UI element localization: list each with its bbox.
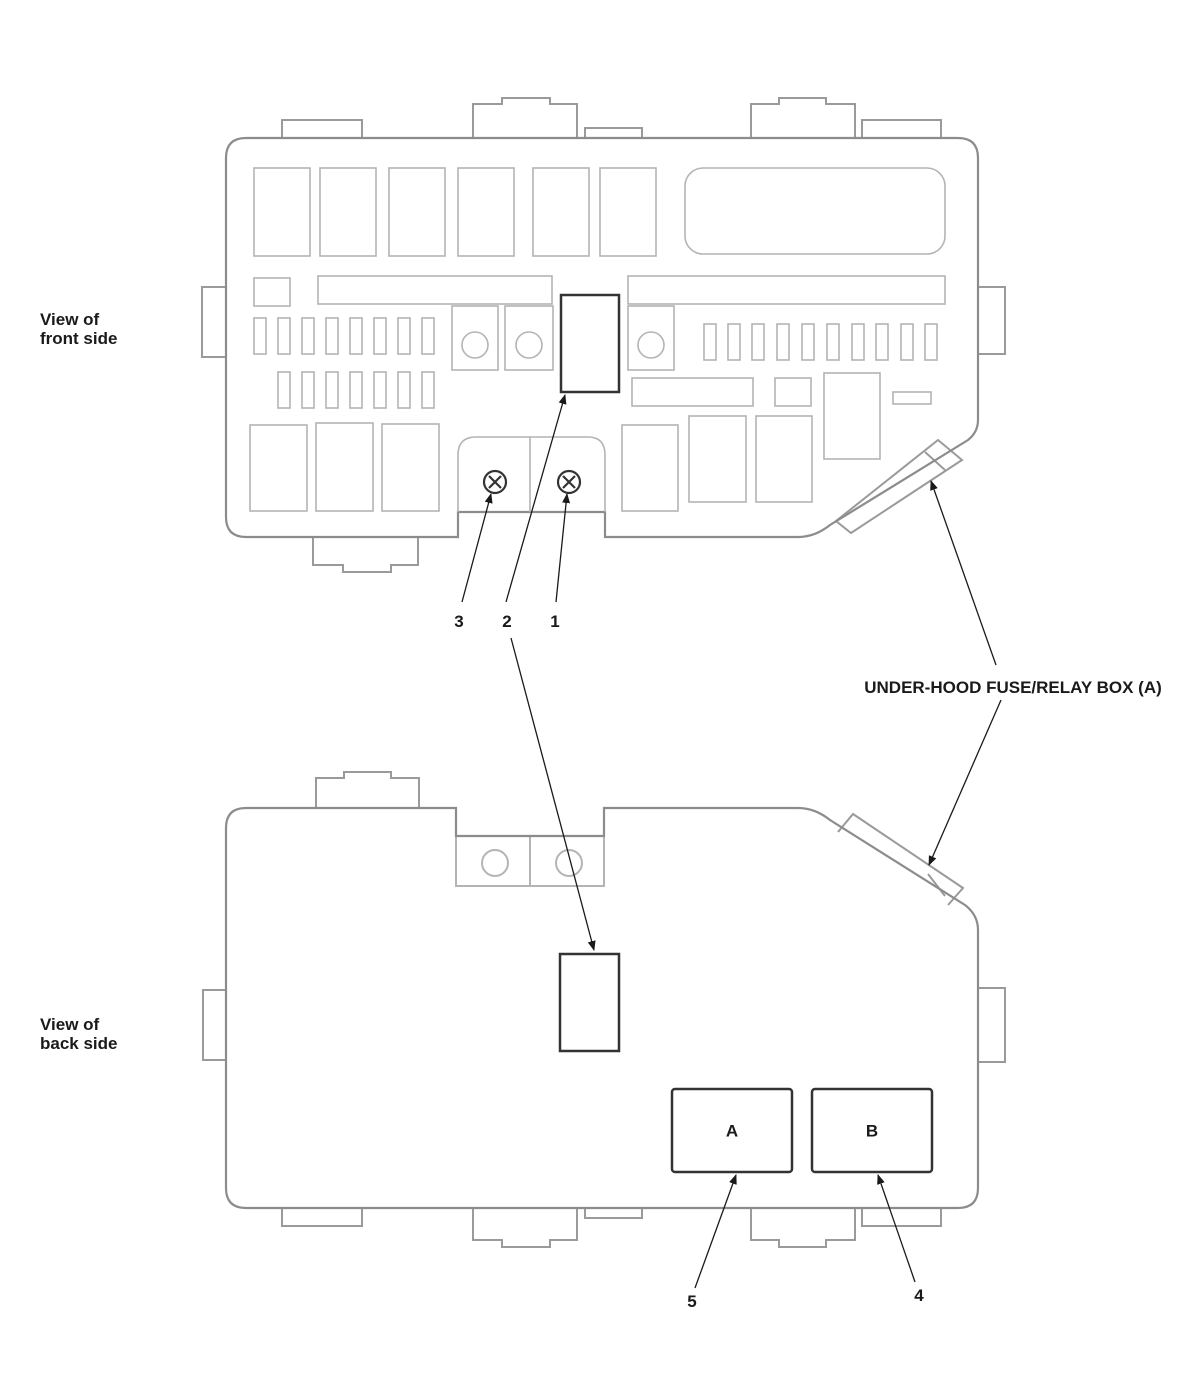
- connector-a: A: [670, 1087, 794, 1174]
- callout-1: 1: [550, 612, 559, 631]
- bolt-3-icon: [482, 469, 508, 495]
- bolt-1-icon: [556, 469, 582, 495]
- leader-line-2-back: [510, 637, 596, 951]
- leader-line-5: [694, 1174, 737, 1289]
- front-view-housing: [201, 97, 1006, 573]
- front-view-label-line1: View of: [40, 310, 100, 329]
- callout-2: 2: [502, 612, 511, 631]
- callout-3: 3: [454, 612, 463, 631]
- callout-4: 4: [914, 1286, 924, 1305]
- front-view-label-line2: front side: [40, 329, 118, 348]
- front-housing-outline: [224, 136, 980, 539]
- back-view-housing: [202, 771, 1006, 1248]
- front-connector-2: [559, 293, 621, 394]
- back-view-label-line1: View of: [40, 1015, 100, 1034]
- back-view-label: View of back side: [40, 1015, 180, 1053]
- leader-line-1: [555, 493, 571, 603]
- front-view-label: View of front side: [40, 310, 180, 348]
- component-label: UNDER-HOOD FUSE/RELAY BOX (A): [864, 678, 1162, 697]
- connector-a-label: A: [726, 1121, 738, 1140]
- connector-b-label: B: [866, 1121, 878, 1140]
- front-internal-components: [249, 167, 946, 512]
- leader-line-4: [877, 1174, 916, 1283]
- callout-5: 5: [687, 1292, 696, 1311]
- leader-line-2-front: [505, 394, 567, 603]
- leader-line-a-back: [928, 699, 1002, 866]
- leader-line-3: [461, 493, 493, 603]
- connector-b: B: [810, 1087, 934, 1174]
- leader-line-a-front: [930, 480, 997, 666]
- back-housing-outline: [224, 806, 980, 1210]
- back-connector-2: [558, 952, 621, 1053]
- back-view-label-line2: back side: [40, 1034, 118, 1053]
